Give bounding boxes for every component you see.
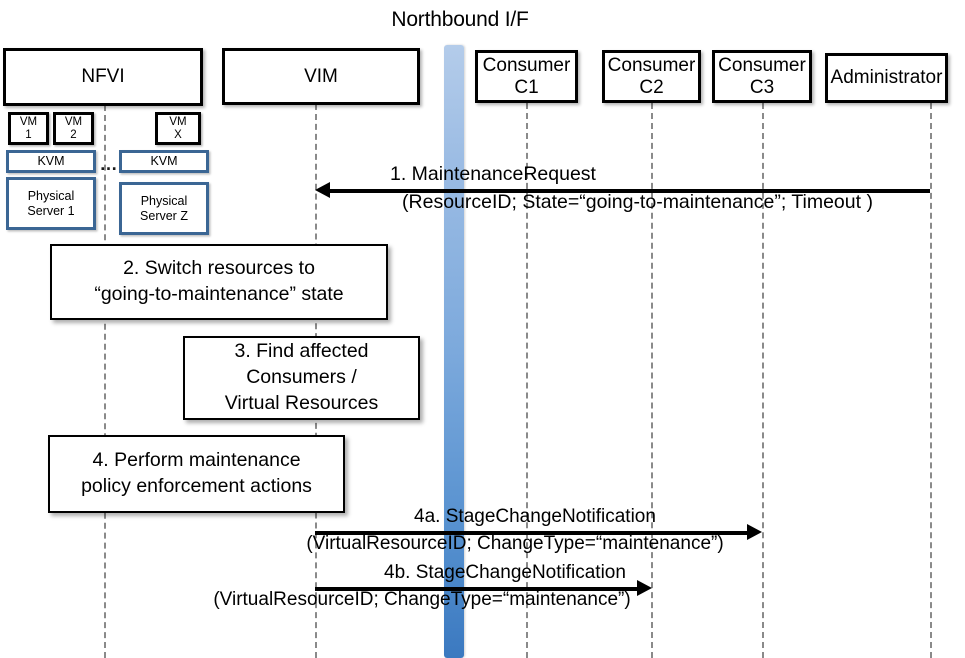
hypervisor-box-kvm-2[interactable]: KVM [119, 150, 209, 173]
vm-1-label-line1: VM [19, 115, 38, 128]
actor-label-consumer-c1-line1: Consumer [482, 54, 571, 76]
kvm-2-label: KVM [150, 154, 178, 168]
message-1-params: (ResourceID; State=“going-to-maintenance… [402, 191, 873, 213]
message-4a-params: (VirtualResourceID; ChangeType=“maintena… [306, 533, 724, 554]
actor-label-administrator: Administrator [830, 67, 943, 89]
vm-x-label-line2: X [174, 128, 182, 141]
actor-box-vim[interactable]: VIM [222, 48, 420, 105]
vm-2-label-line2: 2 [70, 128, 77, 141]
message-4b-params: (VirtualResourceID; ChangeType=“maintena… [213, 589, 631, 610]
message-4b-arrowhead-icon [637, 580, 652, 596]
actor-box-administrator[interactable]: Administrator [825, 53, 948, 103]
actor-label-consumer-c3-line1: Consumer [718, 54, 806, 76]
physical-server-z-line1: Physical [140, 193, 188, 208]
ellipsis-separator: … [99, 154, 119, 174]
actor-label-consumer-c3-line2: C3 [749, 76, 775, 98]
message-4a-arrowhead-icon [747, 524, 762, 540]
message-4b-line [315, 587, 637, 591]
message-1-line [330, 189, 930, 193]
step-3-line2: Consumers / [246, 366, 357, 389]
physical-server-1-line1: Physical [27, 188, 75, 203]
step-box-4[interactable]: 4. Perform maintenance policy enforcemen… [48, 435, 345, 513]
lifeline-consumer-c3 [762, 103, 764, 658]
lifeline-nfvi [104, 105, 106, 658]
message-4a-line [315, 531, 747, 535]
step-2-line1: 2. Switch resources to [123, 257, 315, 280]
actor-box-consumer-c2[interactable]: Consumer C2 [602, 50, 701, 103]
message-1-arrowhead-icon [315, 182, 330, 198]
step-4-line1: 4. Perform maintenance [92, 449, 301, 472]
actor-box-nfvi[interactable]: NFVI [3, 48, 203, 106]
actor-label-consumer-c2-line2: C2 [639, 76, 664, 98]
physical-server-box-z[interactable]: Physical Server Z [119, 182, 209, 235]
message-4a-label: 4a. StageChangeNotification [414, 506, 656, 527]
actor-box-consumer-c1[interactable]: Consumer C1 [475, 50, 578, 103]
diagram-title: Northbound I/F [391, 8, 529, 31]
actor-box-consumer-c3[interactable]: Consumer C3 [712, 50, 812, 103]
actor-label-consumer-c2-line1: Consumer [607, 54, 696, 76]
lifeline-administrator [930, 103, 932, 658]
step-box-2[interactable]: 2. Switch resources to “going-to-mainten… [50, 244, 388, 320]
physical-server-box-1[interactable]: Physical Server 1 [6, 177, 96, 230]
actor-label-vim: VIM [304, 65, 338, 87]
message-4b-label: 4b. StageChangeNotification [384, 562, 626, 583]
northbound-interface-bar [444, 45, 464, 658]
physical-server-1-line2: Server 1 [27, 203, 75, 218]
step-box-3[interactable]: 3. Find affected Consumers / Virtual Res… [183, 336, 420, 420]
step-2-line2: “going-to-maintenance” state [94, 283, 344, 305]
step-4-line2: policy enforcement actions [81, 475, 312, 497]
vm-2-label-line1: VM [64, 115, 83, 128]
physical-server-z-line2: Server Z [140, 208, 188, 223]
vm-box-2[interactable]: VM 2 [53, 112, 94, 145]
step-3-line3: Virtual Resources [224, 391, 379, 414]
message-1-label: 1. MaintenanceRequest [390, 163, 596, 185]
vm-x-label-line1: VM [169, 115, 187, 128]
vm-box-x[interactable]: VM X [155, 112, 201, 145]
kvm-1-label: KVM [37, 154, 65, 168]
lifeline-consumer-c1 [526, 103, 528, 658]
actor-label-nfvi: NFVI [81, 66, 125, 88]
step-3-line1: 3. Find affected [234, 340, 369, 363]
vm-1-label-line2: 1 [25, 128, 32, 141]
actor-label-consumer-c1-line2: C1 [514, 76, 539, 98]
hypervisor-box-kvm-1[interactable]: KVM [6, 150, 96, 173]
lifeline-consumer-c2 [651, 103, 653, 658]
vm-box-1[interactable]: VM 1 [8, 112, 49, 145]
